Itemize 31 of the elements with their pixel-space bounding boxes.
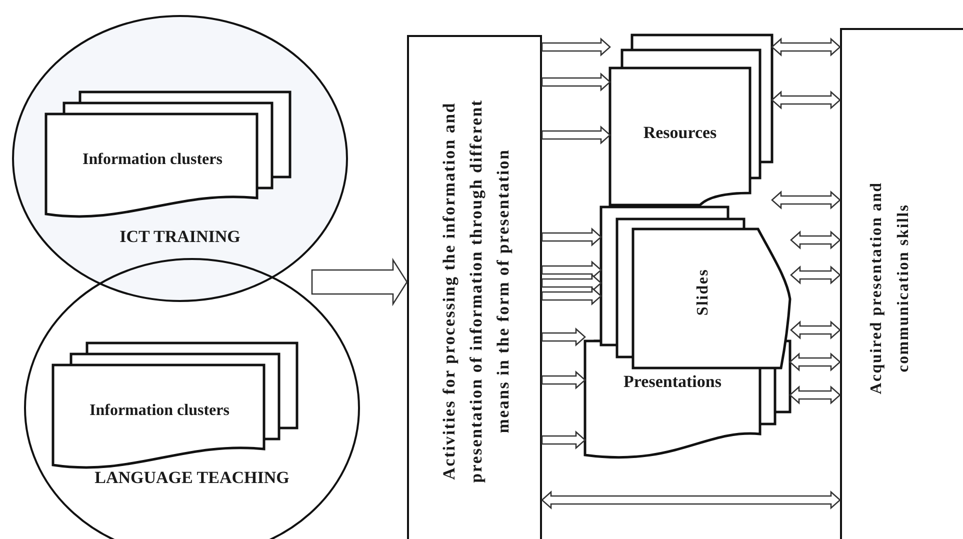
double-block-arrow (790, 266, 841, 284)
block-arrow (541, 72, 611, 92)
block-arrow (541, 430, 586, 450)
block-arrow (541, 126, 611, 144)
double-block-arrow (789, 352, 841, 372)
node-text: Activities for processing the information and presentation of information through different means in the form of presentation (438, 98, 514, 485)
node-text: Slides (694, 267, 712, 318)
block-arrow (541, 38, 611, 56)
block-arrow (541, 286, 602, 306)
double-block-arrow (789, 386, 841, 404)
node-text: Acquired presentation and communication skills (867, 180, 913, 396)
block-arrow (541, 328, 586, 346)
block-arrow (541, 370, 586, 390)
double-block-arrow (790, 230, 841, 250)
double-block-arrow (771, 90, 841, 110)
node-text: Resources (642, 123, 718, 144)
block-arrow (541, 274, 602, 292)
block-arrow (541, 228, 602, 246)
double-block-arrow (771, 38, 841, 56)
node-text: Information clusters (88, 401, 230, 420)
group-label: LANGUAGE TEACHING (94, 468, 290, 488)
group-label: ICT TRAINING (118, 227, 242, 248)
process-box (407, 35, 542, 539)
double-block-arrow (541, 490, 841, 510)
double-block-arrow (771, 190, 841, 210)
node-text: Information clusters (82, 150, 224, 170)
block-arrow (541, 260, 602, 280)
double-block-arrow (790, 320, 841, 340)
block-arrow (311, 258, 408, 306)
node-text: Presentations (622, 372, 722, 392)
process-box (840, 28, 963, 539)
